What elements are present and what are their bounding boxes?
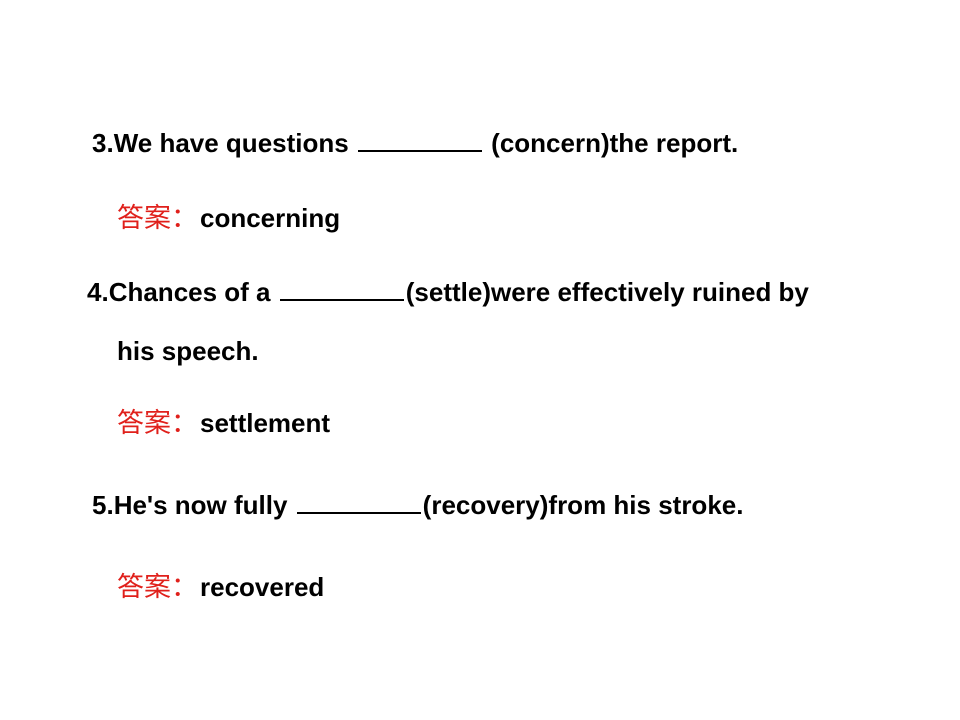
question-3: 3.We have questions (concern)the report. [92,127,738,159]
answer-blank [296,490,421,514]
answer-label: 答案： [117,572,198,603]
answer-3: 答案：concerning [117,202,340,235]
answer-5: 答案：recovered [117,571,324,604]
question-text-before: Chances of a [108,277,278,307]
question-number: 5. [92,490,114,520]
question-5: 5.He's now fully (recovery)from his stro… [92,489,743,521]
question-4: 4.Chances of a (settle)were effectively … [87,276,809,308]
answer-value: recovered [200,572,325,602]
answer-blank [357,128,482,152]
question-text-after: (settle)were effectively ruined by [405,277,809,307]
question-text-after: (concern)the report. [483,128,739,158]
question-number: 3. [92,128,114,158]
question-text-continuation: his speech. [117,336,259,366]
answer-value: settlement [200,408,331,438]
question-4-continuation: his speech. [117,335,259,367]
answer-value: concerning [200,203,341,233]
question-text-before: He's now fully [113,490,295,520]
question-text-before: We have questions [113,128,356,158]
answer-label: 答案： [117,203,198,234]
question-number: 4. [87,277,109,307]
answer-blank [279,277,404,301]
answer-4: 答案：settlement [117,407,330,440]
answer-label: 答案： [117,408,198,439]
question-text-after: (recovery)from his stroke. [422,490,744,520]
